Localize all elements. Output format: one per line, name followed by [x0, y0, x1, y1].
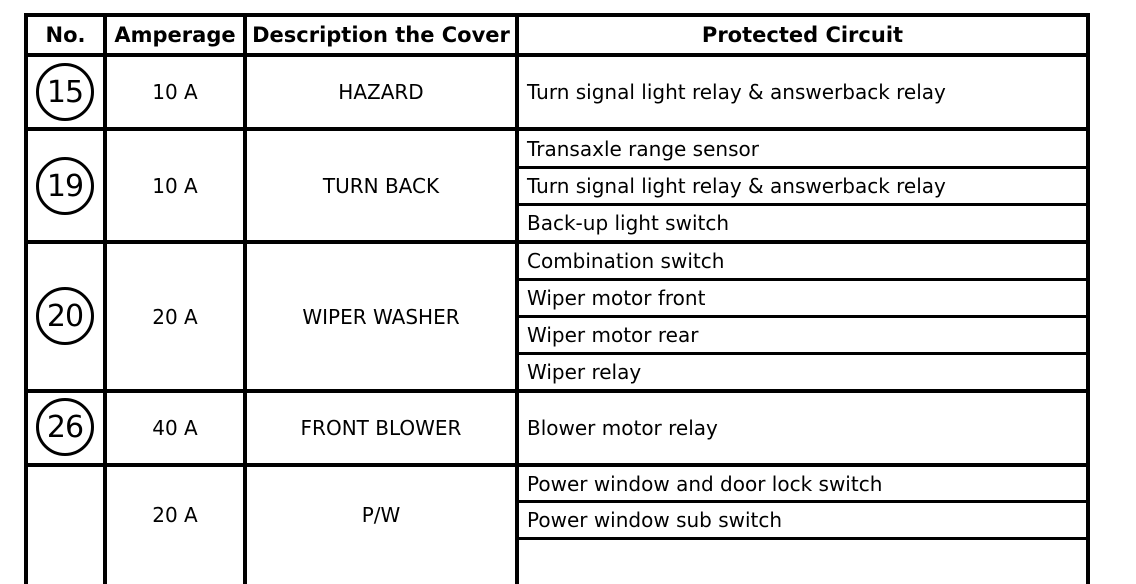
subrow-divider: [515, 352, 1090, 355]
fuse-number-badge: 19: [36, 157, 94, 215]
circuit-cell: Turn signal light relay & answerback rel…: [527, 80, 946, 104]
amperage-cell: 20 A: [152, 304, 198, 329]
table-divider-no: [103, 13, 107, 584]
amperage-cell: 10 A: [152, 80, 198, 104]
row-divider: [24, 389, 1090, 393]
table-divider-description: [515, 13, 519, 584]
row-divider: [24, 240, 1090, 244]
row-divider: [24, 127, 1090, 131]
circuit-cell: Blower motor relay: [527, 416, 718, 440]
fuse-number-badge: 15: [36, 63, 94, 121]
subrow-divider: [515, 166, 1090, 169]
circuit-cell: Back-up light switch: [527, 211, 730, 235]
header-protected-circuit: Protected Circuit: [701, 23, 904, 47]
circuit-cell: Wiper motor rear: [527, 323, 699, 347]
circuit-cell: Combination switch: [527, 249, 725, 273]
fuse-number-badge: 20: [36, 287, 94, 345]
subrow-divider: [515, 203, 1090, 206]
amperage-cell: 20 A: [152, 503, 198, 527]
description-cell: WIPER WASHER: [302, 304, 460, 329]
amperage-cell: 10 A: [152, 173, 198, 198]
circuit-cell: Power window and door lock switch: [527, 471, 883, 496]
subrow-divider: [515, 278, 1090, 281]
header-bottom-line: [24, 53, 1090, 57]
header-description: Description the Cover: [252, 23, 510, 47]
amperage-cell: 40 A: [152, 416, 198, 440]
row-divider: [24, 463, 1090, 467]
table-border-right: [1086, 13, 1090, 584]
table-border-left: [24, 13, 28, 584]
subrow-divider: [515, 537, 1090, 540]
circuit-cell: Power window sub switch: [527, 508, 783, 532]
description-cell: P/W: [361, 503, 401, 527]
description-cell: FRONT BLOWER: [300, 416, 462, 440]
circuit-cell: Wiper relay: [527, 360, 642, 384]
fuse-number-badge: 26: [36, 398, 94, 456]
header-no: No.: [45, 23, 86, 47]
description-cell: HAZARD: [338, 80, 424, 104]
table-divider-amperage: [243, 13, 247, 584]
circuit-cell: Transaxle range sensor: [527, 136, 759, 161]
circuit-cell: Wiper motor front: [527, 286, 706, 310]
description-cell: TURN BACK: [322, 173, 440, 198]
table-border-top: [24, 13, 1090, 17]
subrow-divider: [515, 500, 1090, 503]
header-amperage: Amperage: [114, 23, 236, 47]
circuit-cell: Turn signal light relay & answerback rel…: [527, 174, 946, 198]
subrow-divider: [515, 315, 1090, 318]
circuit-cell: [519, 540, 1086, 574]
